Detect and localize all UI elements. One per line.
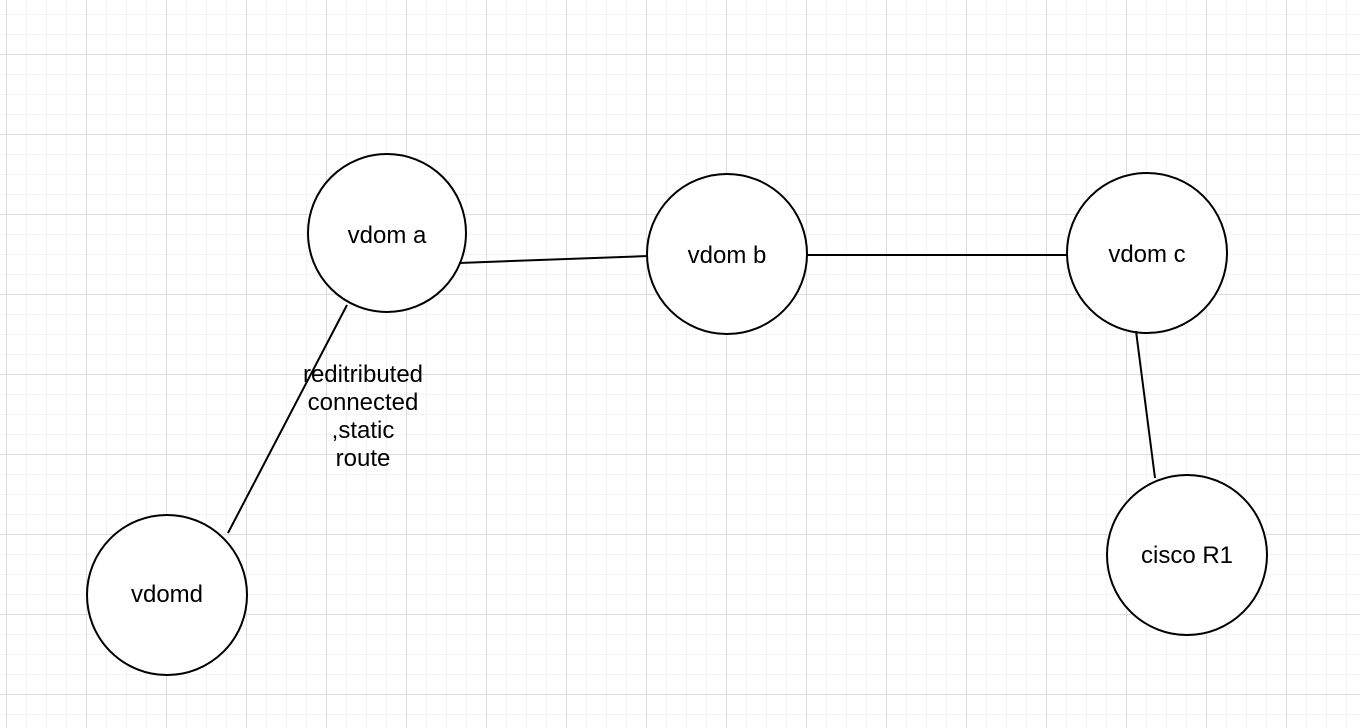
edge-vdom-c-cisco-r1[interactable] — [1135, 330, 1156, 479]
node-label-vdom-a: vdom a — [347, 222, 427, 249]
node-label-vdom-c: vdom c — [1108, 241, 1186, 268]
node-cisco-r1[interactable] — [1106, 474, 1268, 636]
edge-vdom-a-vdom-b[interactable] — [458, 255, 649, 264]
node-label-vdomd: vdomd — [130, 581, 204, 608]
node-vdom-c[interactable] — [1066, 172, 1228, 334]
node-label-cisco-r1: cisco R1 — [1140, 542, 1234, 569]
node-label-vdom-b: vdom b — [687, 242, 767, 269]
node-vdomd[interactable] — [86, 514, 248, 676]
edge-vdom-a-vdomd[interactable] — [227, 304, 348, 534]
edge-label-redistributed-routes: reditributed connected ,static route — [302, 361, 424, 472]
node-vdom-a[interactable] — [307, 153, 467, 313]
